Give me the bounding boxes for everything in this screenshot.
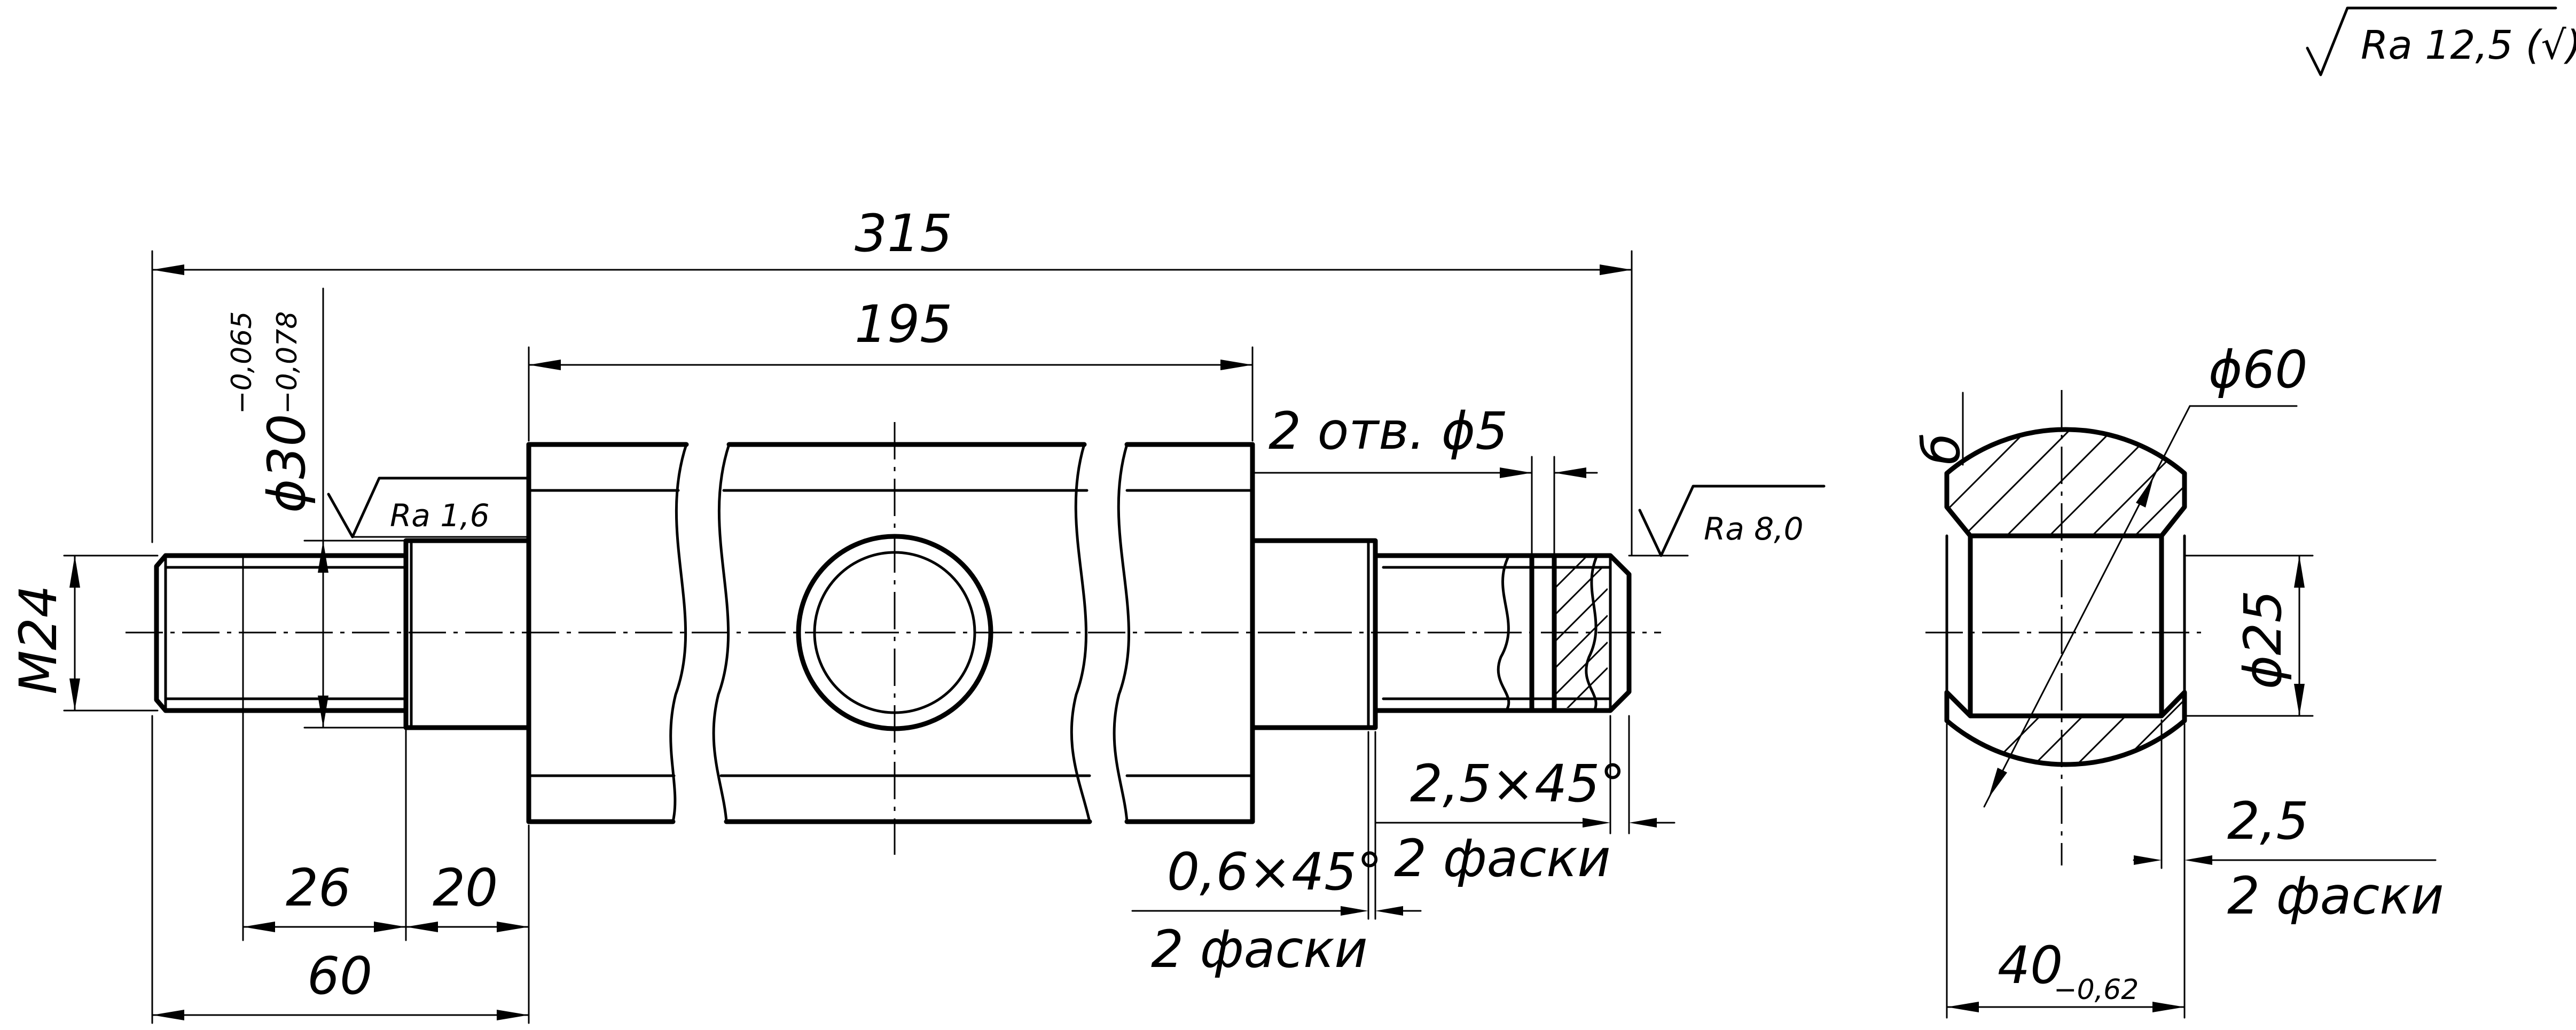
central-body bbox=[526, 442, 1255, 824]
chamfer-06-count: 2 фаски bbox=[1151, 919, 1368, 979]
diameter-60-label: ϕ60 bbox=[2209, 340, 2307, 400]
thread-end-outline bbox=[154, 553, 409, 713]
break-line-right-b bbox=[1113, 443, 1130, 823]
diameter-30-tol-lower: −0,078 bbox=[271, 311, 303, 414]
roughness-ra16-label: Ra 1,6 bbox=[390, 497, 490, 534]
dimension-40: 40 bbox=[1998, 935, 2063, 995]
local-section-break-right bbox=[1585, 554, 1599, 712]
section-b-label: б bbox=[1912, 433, 1971, 465]
chamfer-06-label: 0,6×45° bbox=[1167, 842, 1382, 902]
section-chamfer-label: 2,5 bbox=[2227, 791, 2309, 851]
dimension-20: 20 bbox=[433, 858, 498, 918]
right-pin-outline bbox=[1373, 553, 1632, 713]
break-line-right-a bbox=[1070, 443, 1091, 823]
shaft-view bbox=[126, 422, 1661, 855]
section-hatch-bottom bbox=[1947, 693, 2184, 764]
dimension-195: 195 bbox=[855, 294, 952, 354]
dimension-315: 315 bbox=[855, 204, 952, 263]
break-line-left-a bbox=[669, 443, 688, 823]
roughness-ra80-label: Ra 8,0 bbox=[1704, 511, 1804, 547]
dimension-60: 60 bbox=[307, 946, 372, 1006]
chamfer-25-count: 2 фаски bbox=[1394, 829, 1611, 888]
general-roughness-symbol: Ra 12,5 (√) bbox=[2306, 6, 2576, 76]
diameter-30-tol-upper: −0,065 bbox=[226, 311, 258, 414]
diameter-25-label: ϕ25 bbox=[2233, 590, 2293, 689]
roughness-ra80-symbol: Ra 8,0 bbox=[1628, 485, 1826, 557]
dimension-40-tol: −0,62 bbox=[2054, 974, 2139, 1006]
section-outline bbox=[1944, 427, 2187, 767]
general-roughness-label: Ra 12,5 (√) bbox=[2361, 22, 2576, 68]
diameter-30-label: ϕ30 bbox=[257, 414, 317, 513]
local-section-hatch bbox=[1554, 556, 1608, 708]
section-view: б ϕ60 ϕ25 2,5 2 фаски 40 −0,62 bbox=[1912, 340, 2444, 1019]
collar-outline bbox=[403, 538, 531, 730]
section-chamfer-count: 2 фаски bbox=[2227, 866, 2444, 926]
holes-note: 2 отв. ϕ5 bbox=[1269, 401, 1508, 461]
center-hole-outer bbox=[796, 534, 993, 731]
chamfer-25-label: 2,5×45° bbox=[1410, 754, 1625, 814]
right-shoulder-outline bbox=[1250, 538, 1378, 730]
thread-label: M24 bbox=[9, 585, 68, 695]
dimension-26: 26 bbox=[286, 858, 351, 918]
roughness-ra16-symbol: Ra 1,6 bbox=[327, 477, 530, 539]
local-section-break-left bbox=[1497, 554, 1510, 712]
shaft-dimensions: 315 195 2 отв. ϕ5 M24 ϕ30 −0,065 −0,078 bbox=[9, 204, 1826, 1024]
break-line-left-b bbox=[712, 443, 731, 823]
center-hole-inner bbox=[813, 551, 976, 714]
